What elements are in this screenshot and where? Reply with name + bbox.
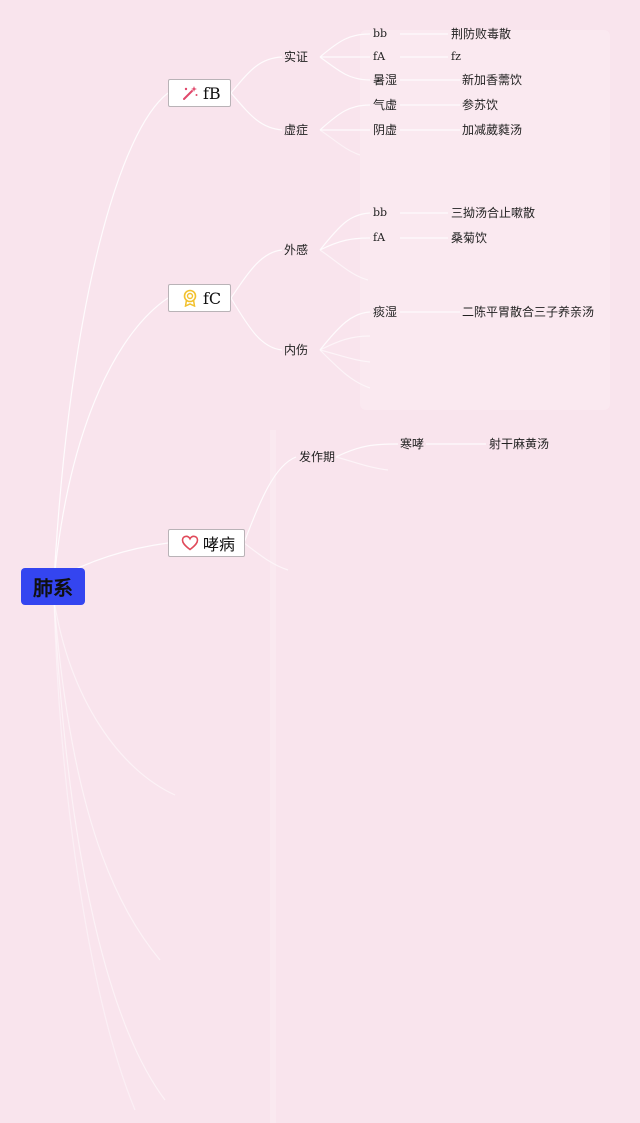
prescription-leaf[interactable]: 射干麻黄汤 (489, 437, 550, 451)
item-label[interactable]: bb (373, 27, 388, 40)
root-node[interactable]: 肺系 (21, 568, 85, 605)
branch-node-fc[interactable]: fC (168, 284, 231, 312)
item-label[interactable]: 痰湿 (373, 305, 398, 319)
prescription-leaf[interactable]: 荆防败毒散 (451, 27, 512, 41)
branch-label: 哮病 (203, 535, 236, 554)
prescription-leaf[interactable]: 新加香薷饮 (462, 73, 523, 87)
prescription-leaf[interactable]: 二陈平胃散合三子养亲汤 (462, 305, 595, 319)
item-label[interactable]: fA (373, 50, 386, 63)
branch-label: fB (203, 83, 221, 103)
category-neishang[interactable]: 内伤 (284, 343, 309, 357)
item-label[interactable]: 气虚 (373, 98, 398, 112)
category-shizheng[interactable]: 实证 (284, 50, 309, 64)
medal-icon (181, 289, 199, 307)
category-xuzheng[interactable]: 虚症 (284, 123, 309, 137)
prescription-leaf[interactable]: fz (451, 50, 461, 63)
magic-wand-icon (181, 84, 199, 102)
prescription-leaf[interactable]: 参苏饮 (462, 98, 499, 112)
branch-label: fC (203, 288, 222, 308)
root-label: 肺系 (33, 576, 73, 600)
item-label[interactable]: 阴虚 (373, 123, 398, 137)
item-label[interactable]: 暑湿 (373, 73, 398, 87)
prescription-leaf[interactable]: 桑菊饮 (451, 231, 488, 245)
item-label[interactable]: 寒哮 (400, 437, 425, 451)
branch-node-fb[interactable]: fB (168, 79, 231, 107)
heart-icon (181, 534, 199, 552)
prescription-leaf[interactable]: 加减葳蕤汤 (462, 123, 523, 137)
branch-node-xiaobing[interactable]: 哮病 (168, 529, 245, 557)
prescription-leaf[interactable]: 三拗汤合止嗽散 (451, 206, 536, 220)
category-fazuoqi[interactable]: 发作期 (299, 450, 336, 464)
category-waigan[interactable]: 外感 (284, 243, 309, 257)
item-label[interactable]: bb (373, 206, 388, 219)
item-label[interactable]: fA (373, 231, 386, 244)
